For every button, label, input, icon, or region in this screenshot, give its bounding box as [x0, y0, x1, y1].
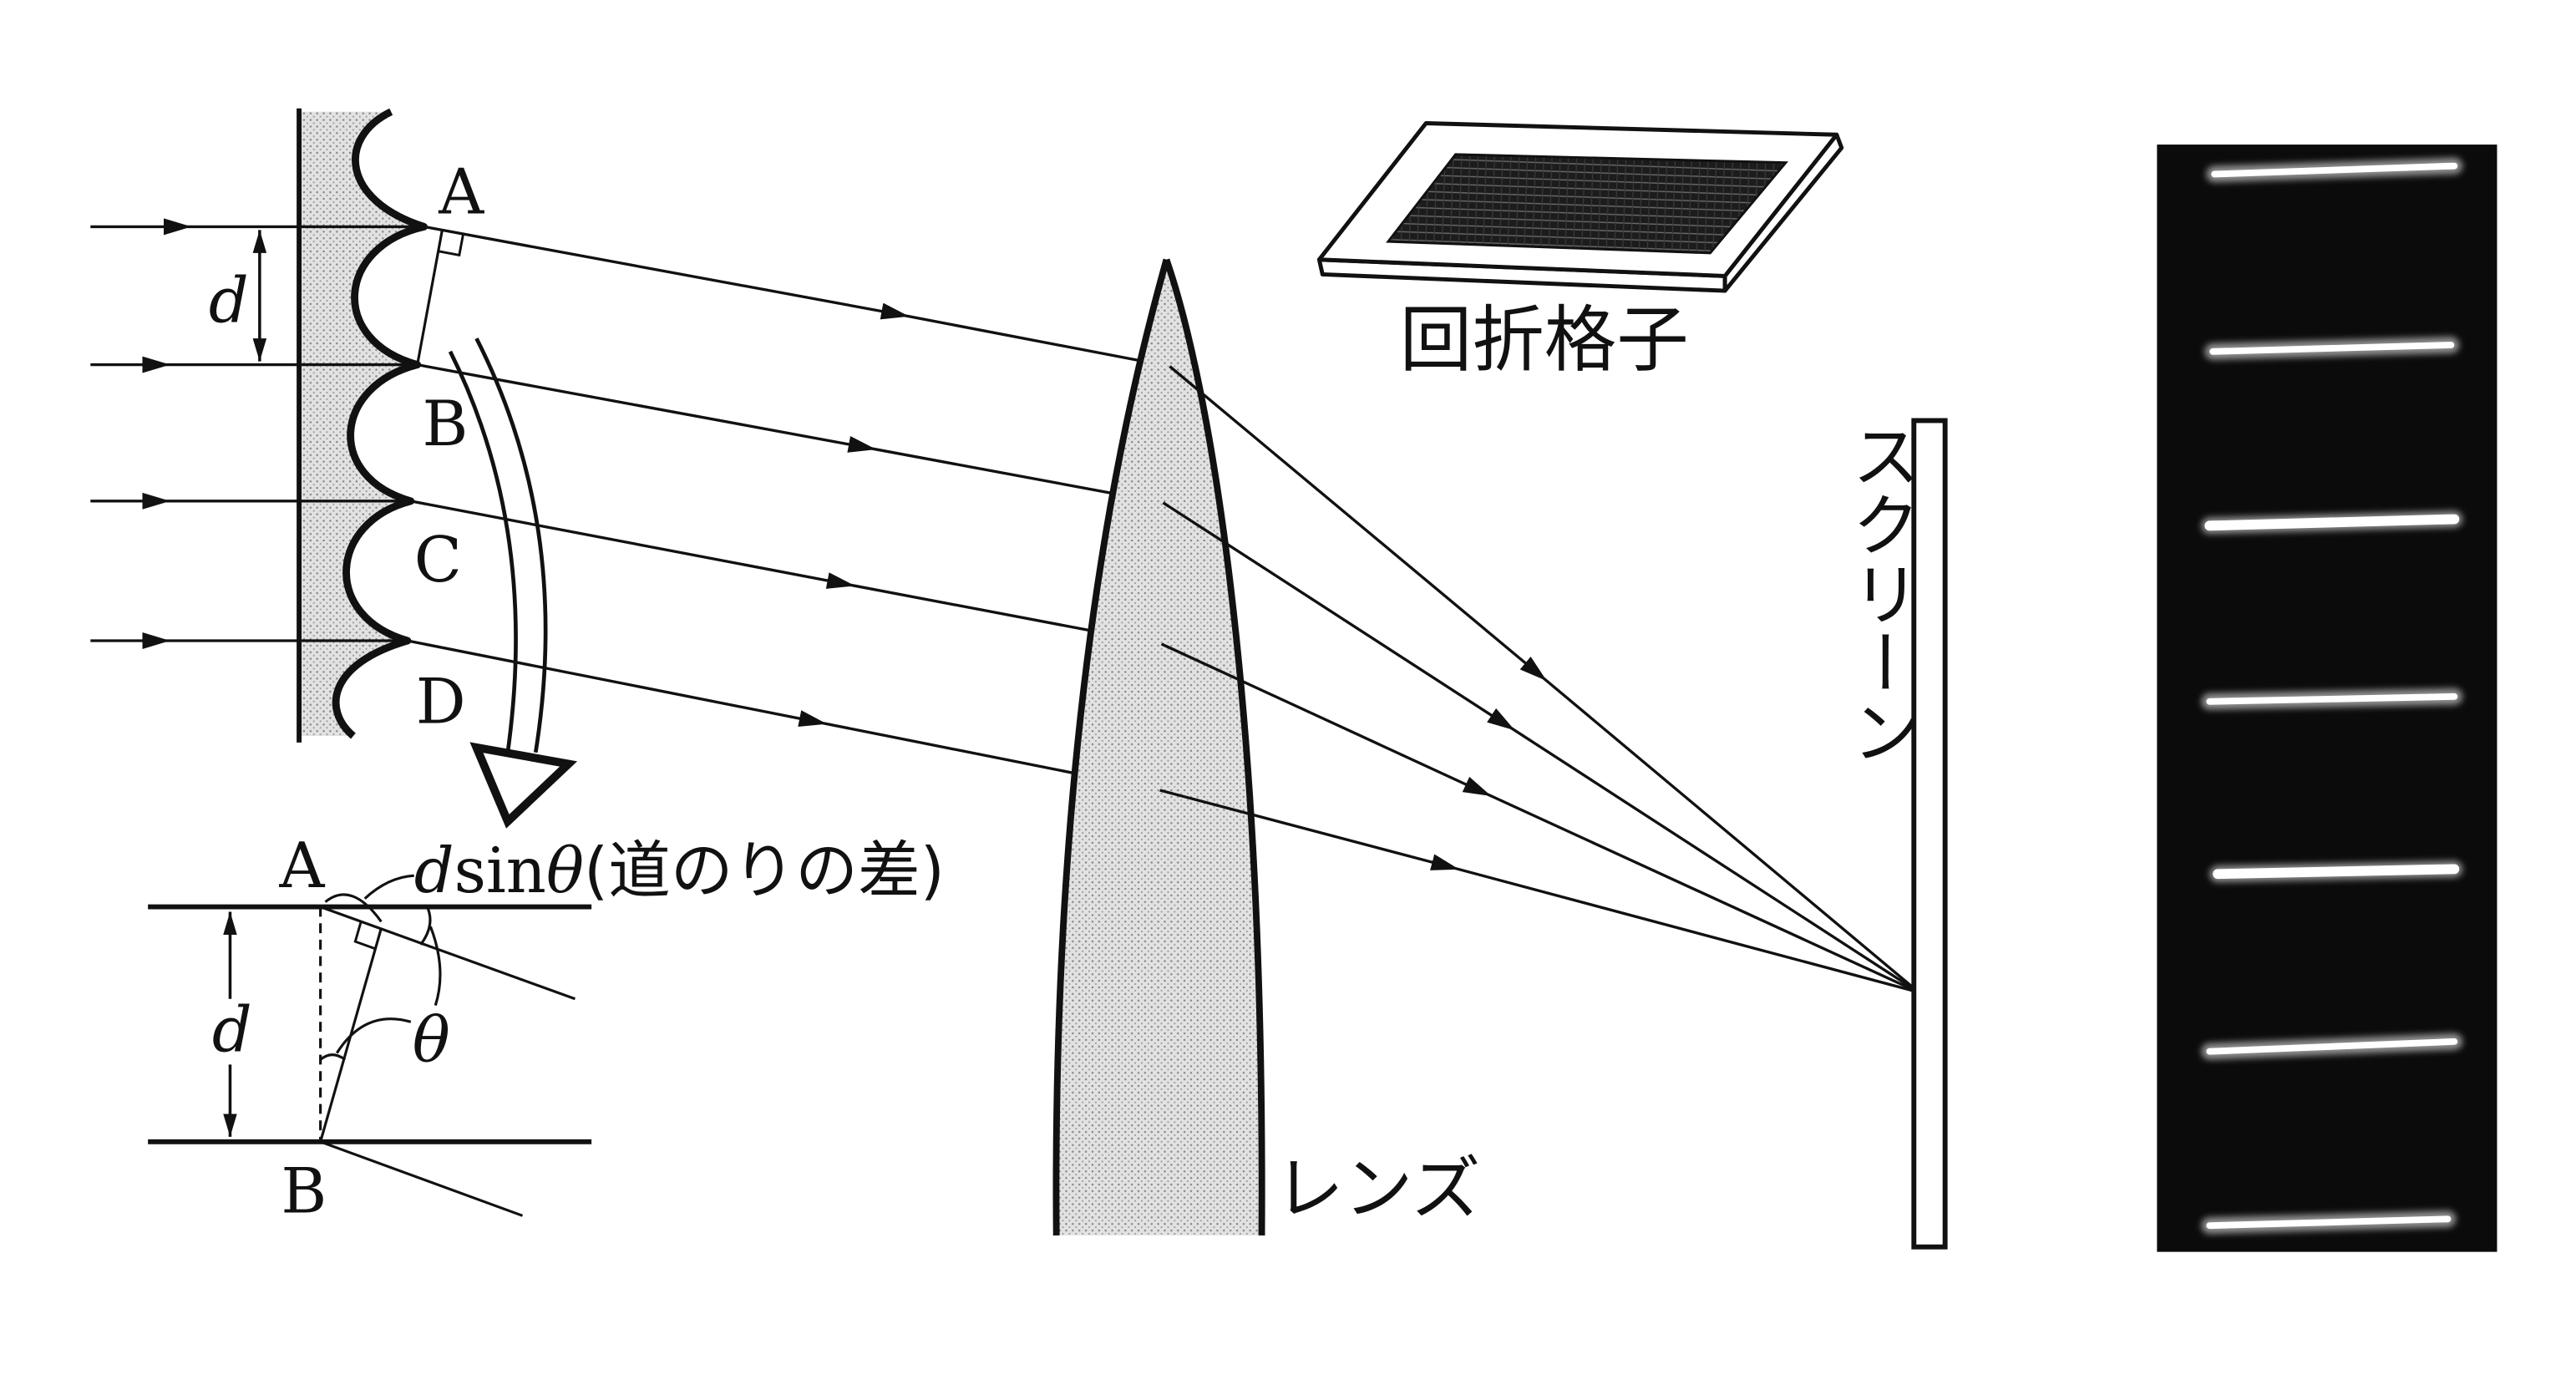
angle-arc-at-b [319, 1053, 347, 1061]
inset-right-angle-mark [353, 921, 376, 951]
inset-ray-a [320, 906, 576, 1001]
bright-line-6 [2206, 1038, 2458, 1055]
grating-ruled-area [1386, 153, 1788, 255]
angle-leader-top [428, 926, 442, 1007]
lens [1052, 258, 1265, 1235]
diffracted-ray-d [407, 639, 1160, 792]
path-difference-function: sin [454, 835, 546, 907]
bright-line-7 [2206, 1215, 2452, 1230]
bright-line-4 [2206, 693, 2458, 705]
spacing-label: d [209, 264, 249, 337]
inset-spacing-label: d [212, 994, 252, 1067]
point-label-a: A [438, 156, 484, 229]
lens-label: レンズ [1275, 1149, 1480, 1229]
grating-photo [1316, 121, 1844, 293]
bright-lines [2204, 162, 2460, 1230]
point-label-b: B [423, 388, 469, 460]
converging-ray-d [1159, 789, 1919, 994]
screen [1911, 418, 1948, 1250]
zoom-arrow-outer [474, 337, 548, 753]
converging-ray-a [1169, 365, 1920, 994]
diffracted-ray-c [410, 500, 1162, 646]
diffracted-ray-a [423, 225, 1170, 368]
angle-arc-at-a [419, 906, 432, 946]
path-difference-bracket [324, 893, 383, 923]
lens-body [1056, 259, 1262, 1235]
diffracted-ray-b [417, 363, 1164, 505]
grating-cross-section [297, 108, 428, 743]
converging-ray-b [1162, 501, 1920, 994]
inset-ray-b [320, 1140, 524, 1217]
path-difference-inset: d A B dsinθ(道のりの差) θ [148, 830, 945, 1227]
lens-left-surface [1052, 258, 1170, 1235]
inset-point-label-b: B [281, 1154, 327, 1227]
bright-line-3 [2204, 514, 2460, 531]
diffraction-pattern-photo [2157, 145, 2497, 1252]
incident-rays [90, 218, 424, 650]
bright-line-2 [2209, 342, 2455, 355]
zoom-arrow [448, 337, 578, 829]
inset-point-label-a: A [278, 830, 325, 902]
path-difference-leader [363, 874, 414, 900]
path-difference-symbol: d [414, 835, 454, 907]
point-label-d: D [416, 665, 466, 738]
screen-label: スクリーン [1839, 420, 1919, 765]
angle-leader-bottom [335, 1017, 412, 1054]
lens-right-surface [1163, 258, 1265, 1235]
zoom-arrow-inner [448, 350, 518, 753]
right-angle-mark [438, 233, 464, 257]
bright-line-5 [2213, 864, 2460, 880]
grating-photo-label: 回折格子 [1400, 299, 1689, 383]
wavefront-perpendicular [416, 230, 444, 365]
bright-line-1 [2211, 162, 2458, 178]
path-difference-angle: θ [546, 835, 584, 907]
angle-label: θ [413, 1003, 450, 1076]
converging-rays [1159, 365, 1920, 994]
grating-shading [299, 111, 424, 737]
path-difference-label: dsinθ(道のりの差) [414, 835, 945, 907]
converging-ray-c [1160, 642, 1919, 994]
path-difference-note: (道のりの差) [584, 835, 945, 907]
point-label-c: C [414, 524, 462, 596]
diffracted-rays [407, 225, 1170, 792]
zoom-arrow-head [469, 742, 578, 829]
